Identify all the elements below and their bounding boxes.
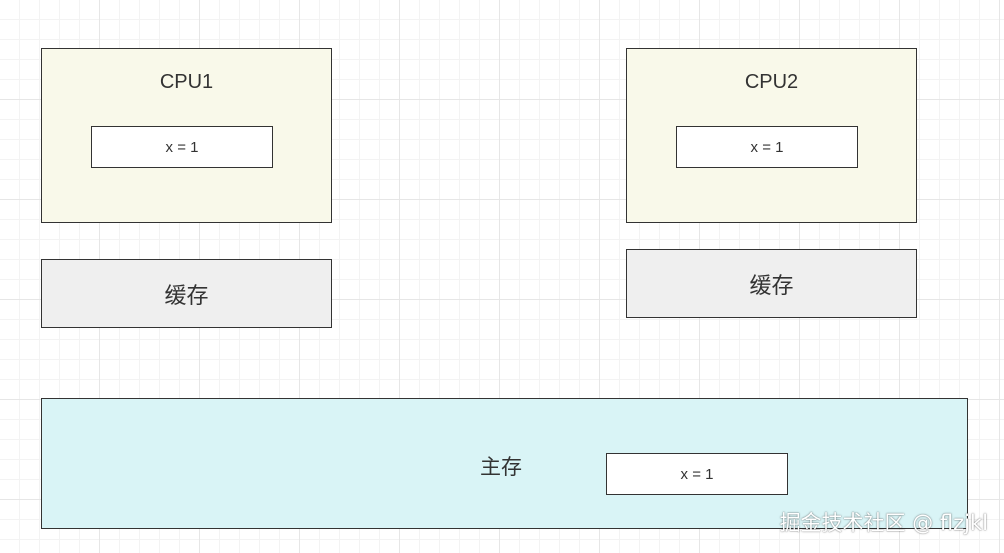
cache1-label: 缓存 xyxy=(164,283,209,309)
cpu1-variable-x: x = 1 xyxy=(91,126,273,168)
cpu1-title: CPU1 xyxy=(159,71,214,93)
cache2-box: 缓存 xyxy=(626,249,917,318)
main-memory-label: 主存 xyxy=(480,455,522,479)
cpu1-box: CPU1 x = 1 xyxy=(41,48,332,223)
cpu2-variable-x: x = 1 xyxy=(676,126,858,168)
cache1-box: 缓存 xyxy=(41,259,332,328)
cpu2-box: CPU2 x = 1 xyxy=(626,48,917,223)
cache2-label: 缓存 xyxy=(749,273,794,299)
main-memory-box: 主存 x = 1 xyxy=(41,398,968,529)
main-memory-variable-x: x = 1 xyxy=(606,453,788,495)
cpu2-title: CPU2 xyxy=(744,71,799,93)
watermark: 掘金技术社区 @ flzjkl xyxy=(779,511,988,535)
